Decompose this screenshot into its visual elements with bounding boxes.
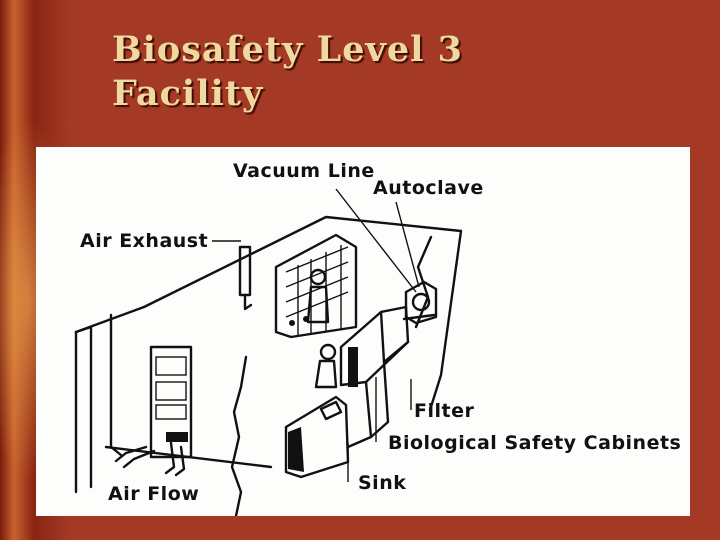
label-vacuum-line: Vacuum Line (233, 160, 375, 182)
air-flow-vents (114, 441, 186, 477)
air-exhaust-duct (238, 245, 253, 311)
leader-lines (212, 188, 420, 482)
label-sink: Sink (358, 472, 406, 494)
slide-title: Biosafety Level 3 Facility (112, 28, 672, 116)
worker-back (306, 268, 330, 324)
room-outline (74, 215, 463, 516)
label-air-exhaust: Air Exhaust (80, 230, 208, 252)
autoclave (402, 280, 438, 325)
worker-front (314, 343, 338, 389)
bsl3-facility-diagram: Vacuum Line Autoclave Air Exhaust Filter… (74, 160, 681, 516)
door (149, 345, 193, 459)
slide-title-line-2: Facility (112, 73, 264, 114)
label-air-flow: Air Flow (108, 483, 199, 505)
slide-title-line-1: Biosafety Level 3 (112, 29, 463, 70)
diagram-panel: Vacuum Line Autoclave Air Exhaust Filter… (36, 147, 690, 516)
sink (284, 395, 350, 479)
label-autoclave: Autoclave (373, 177, 484, 199)
label-filter: Filter (414, 400, 474, 422)
label-biological-safety-cabinets: Biological Safety Cabinets (388, 432, 681, 454)
